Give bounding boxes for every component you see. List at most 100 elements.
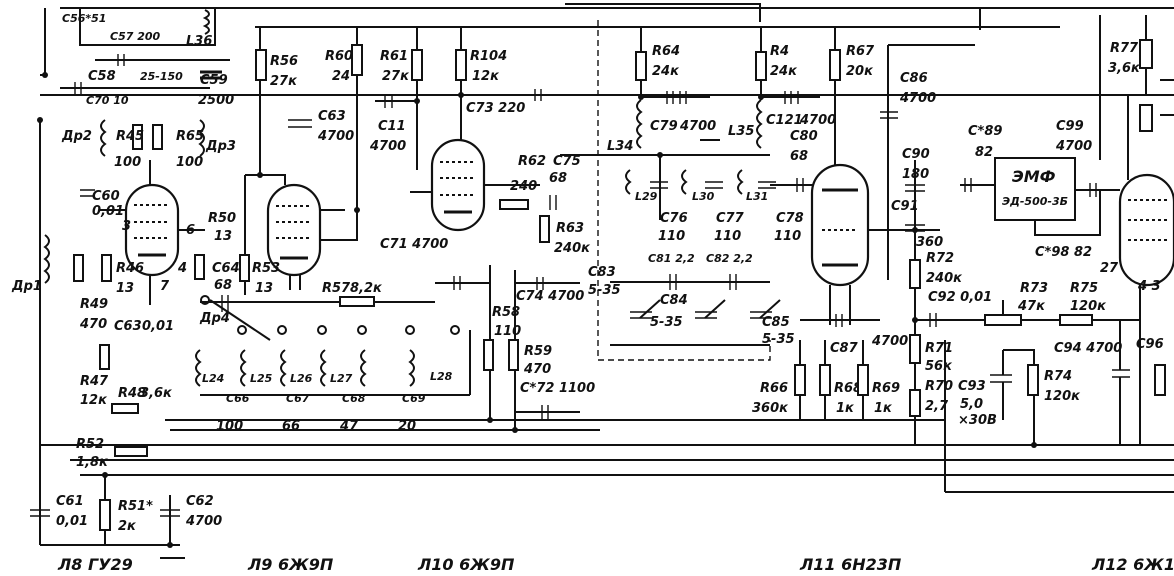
c59-value: 2500 — [198, 93, 234, 108]
c83-value: 5-35 — [588, 283, 621, 298]
r52-label: R52 — [76, 437, 104, 452]
c68-label: C68 — [342, 392, 366, 405]
r61-value: 27к — [382, 69, 410, 84]
r47-value: 12к — [80, 393, 108, 408]
r74-label: R74 — [1044, 369, 1072, 384]
r63-resistor — [539, 215, 550, 243]
dr4-label: Др4 — [199, 311, 230, 326]
l8-stage: R45 100 R65 100 Др2 Др3 C60 0,01 3 6 4 7… — [11, 119, 236, 559]
r61-resistor — [411, 49, 423, 81]
r66-label: R66 — [760, 381, 788, 396]
c86-label: C86 — [900, 71, 928, 86]
r63-value: 240к — [554, 241, 591, 256]
c62-value: 4700 — [185, 514, 222, 529]
r45-resistor — [132, 124, 143, 150]
c94-label: C94 4700 — [1054, 341, 1122, 356]
pin-27: 27 — [1100, 261, 1119, 276]
r69-resistor — [857, 364, 869, 396]
r67-value: 20к — [846, 64, 874, 79]
c82-label: C82 2,2 — [706, 252, 753, 265]
r50-value: 13 — [214, 229, 232, 244]
r79-resistor — [1154, 364, 1166, 396]
c81-label: C81 2,2 — [648, 252, 695, 265]
l27-label: L27 — [330, 372, 353, 385]
r68-label: R68 — [834, 381, 862, 396]
c91-label: C91 — [891, 199, 919, 214]
l34-label: L34 — [607, 139, 633, 154]
c61-value: 0,01 — [56, 514, 88, 529]
l11-stage: R4 24к C121 4700 L35 R67 20к C80 68 C86 … — [728, 27, 975, 420]
c84-label: C84 — [660, 293, 688, 308]
l36-label: L36 — [186, 34, 212, 49]
c83-label: C83 — [588, 265, 616, 280]
c80-label: C80 — [790, 129, 818, 144]
c77-label: C77 — [716, 211, 745, 226]
r52-resistor — [114, 446, 148, 457]
c85-value: 5-35 — [762, 332, 795, 347]
c66-value: 100 — [216, 419, 243, 434]
r59-resistor — [508, 339, 519, 371]
r64-value: 24к — [652, 64, 680, 79]
r64-label: R64 — [652, 44, 680, 59]
r49-value: 470 — [79, 317, 107, 332]
r69-label: R69 — [872, 381, 900, 396]
r61-label: R61 — [380, 49, 408, 64]
c71-label: C71 4700 — [380, 237, 448, 252]
oscillator-section: C56*51 C57 200 L36 C58 25-150 C59 2500 C… — [40, 8, 234, 108]
r71-resistor — [909, 334, 921, 364]
r52-value: 1,8к — [76, 455, 109, 470]
r59-value: 470 — [523, 362, 551, 377]
r77-label: R77 — [1110, 41, 1139, 56]
r57-value: 8,2к — [350, 281, 383, 296]
r74-resistor — [1027, 364, 1039, 396]
c80-value: 68 — [790, 149, 808, 164]
pin-3: 3 — [122, 219, 131, 234]
r51-value: 2к — [118, 519, 137, 534]
r77-resistor — [1139, 39, 1153, 69]
c60-label: C60 — [92, 189, 120, 204]
r56-value: 27к — [270, 74, 298, 89]
r75-value: 120к — [1070, 299, 1107, 314]
l26-label: L26 — [290, 372, 313, 385]
c74-label: C74 4700 — [516, 289, 584, 304]
r59-label: R59 — [524, 344, 552, 359]
pin-43: 4 3 — [1137, 279, 1161, 294]
r68-value: 1к — [836, 401, 855, 416]
c78-label: C78 — [776, 211, 804, 226]
emf-filter — [994, 157, 1076, 221]
c93-voltage: ×30В — [958, 413, 997, 428]
r72-label: R72 — [926, 251, 954, 266]
bus-wires — [39, 3, 1174, 546]
l24-label: L24 — [202, 372, 224, 385]
tube-designations: Л8 ГУ29 Л9 6Ж9П Л10 6Ж9П Л11 6Н23П Л12 6… — [57, 555, 1174, 574]
r53-label: R53 — [252, 261, 280, 276]
l9-stage: R56 27к C63 4700 R60 24 R53 13 C64 68 R5… — [200, 27, 435, 312]
c75-value: 68 — [549, 171, 567, 186]
c68-value: 47 — [339, 419, 359, 434]
c99-value: 4700 — [1055, 139, 1092, 154]
r58-label: R58 — [492, 305, 520, 320]
c62-label: C62 — [186, 494, 214, 509]
r66-resistor — [794, 364, 806, 396]
c90-label: C90 — [902, 147, 930, 162]
r75-resistor — [1059, 314, 1093, 326]
r104-label: R104 — [470, 49, 507, 64]
r74-value: 120к — [1044, 389, 1081, 404]
c63-0-01: 0,01 — [142, 319, 174, 334]
r77-value: 3,6к — [1108, 61, 1141, 76]
r62-label: R62 — [518, 154, 546, 169]
c92-label: C92 0,01 — [928, 290, 992, 305]
r60-value: 24 — [332, 69, 350, 84]
r46-resistor — [101, 254, 112, 282]
c69-value: 20 — [398, 419, 416, 434]
l12-tube — [1118, 173, 1174, 287]
r50-label: R50 — [208, 211, 236, 226]
r51-resistor — [99, 499, 111, 531]
r47-label: R47 — [80, 374, 109, 389]
r48-label: R48 — [118, 386, 146, 401]
l12-designation: Л12 6Ж1 — [1091, 555, 1174, 574]
c75-label: C75 — [553, 154, 581, 169]
r57-resistor — [339, 296, 375, 307]
c93-label: C93 — [958, 379, 986, 394]
